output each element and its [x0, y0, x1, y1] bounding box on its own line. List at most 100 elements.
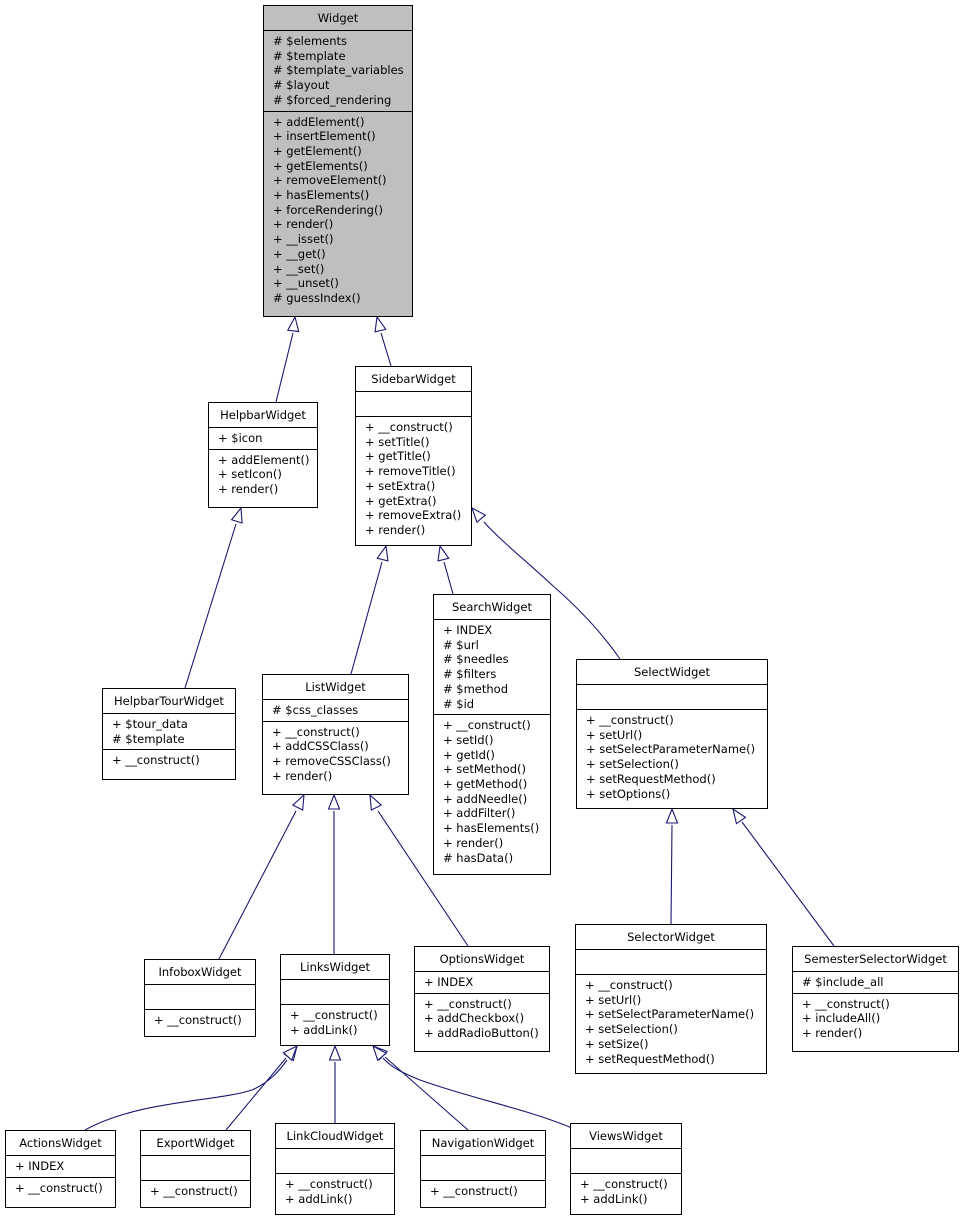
class-selector-widget[interactable]: SelectorWidget + __construct() + setUrl(…	[575, 924, 767, 1074]
method: + hasElements()	[273, 188, 370, 203]
method: + setUrl()	[586, 727, 643, 742]
attribute: # $needles	[443, 652, 509, 667]
edge-line	[380, 332, 392, 367]
inheritance-arrowhead	[665, 807, 679, 824]
method: + render()	[802, 1026, 863, 1041]
inheritance-arrowhead	[230, 506, 243, 524]
method: + addCheckbox()	[424, 1011, 525, 1026]
edge-line	[184, 523, 237, 689]
edge-line	[350, 561, 383, 675]
method: + __construct()	[430, 1184, 518, 1198]
method: + hasElements()	[443, 821, 540, 836]
class-navigation-widget-methods: + __construct()	[421, 1180, 545, 1202]
edge-line	[384, 1056, 469, 1131]
class-widget[interactable]: Widget # $elements # $template # $templa…	[263, 5, 413, 317]
inheritance-arrowhead	[374, 315, 387, 333]
edge-navigation-to-links	[371, 1044, 469, 1131]
edge-line	[275, 332, 294, 403]
attribute: + INDEX	[15, 1159, 65, 1173]
edge-list-to-sidebar	[350, 544, 389, 675]
attribute: # $elements	[273, 34, 348, 48]
edge-infobox-to-list	[218, 793, 305, 960]
class-link-cloud-widget-methods: + __construct() + addLink()	[276, 1173, 394, 1209]
class-semester-selector-widget[interactable]: SemesterSelectorWidget # $include_all + …	[792, 946, 959, 1052]
edge-line	[741, 821, 835, 947]
class-export-widget-methods: + __construct()	[141, 1180, 250, 1202]
inheritance-arrowhead	[376, 544, 389, 562]
inheritance-arrowhead	[286, 315, 300, 333]
class-options-widget[interactable]: OptionsWidget + INDEX + __construct() + …	[414, 946, 550, 1052]
class-helpbar-widget-attributes: + $icon	[209, 427, 317, 449]
class-select-widget[interactable]: SelectWidget + __construct() + setUrl() …	[576, 659, 768, 809]
class-infobox-widget-name: InfoboxWidget	[158, 965, 242, 979]
attribute: # $layout	[273, 78, 330, 93]
class-search-widget-methods: + __construct() + setId() + getId() + se…	[434, 714, 550, 868]
class-select-widget-name: SelectWidget	[634, 665, 710, 679]
class-links-widget-name: LinksWidget	[299, 960, 371, 974]
class-actions-widget[interactable]: ActionsWidget + INDEX + __construct()	[5, 1130, 116, 1208]
class-link-cloud-widget-name: LinkCloudWidget	[286, 1129, 384, 1143]
method: + removeCSSClass()	[272, 754, 391, 769]
method: + setIcon()	[218, 467, 282, 482]
class-helpbar-tour-widget-name: HelpbarTourWidget	[114, 694, 224, 708]
method: + addLink()	[580, 1191, 648, 1206]
class-navigation-widget[interactable]: NavigationWidget + __construct()	[420, 1130, 546, 1208]
method: + addLink()	[285, 1191, 353, 1206]
method: + removeTitle()	[365, 464, 456, 479]
class-infobox-widget[interactable]: InfoboxWidget + __construct()	[144, 959, 256, 1037]
method: + insertElement()	[273, 129, 376, 144]
class-list-widget-name: ListWidget	[305, 680, 366, 694]
class-actions-widget-name: ActionsWidget	[19, 1136, 102, 1150]
edge-options-to-list	[369, 793, 469, 947]
edge-semester-to-select	[732, 807, 835, 947]
method: + __construct()	[580, 1177, 668, 1191]
class-list-widget[interactable]: ListWidget # $css_classes + __construct(…	[262, 674, 409, 795]
class-helpbar-tour-widget[interactable]: HelpbarTourWidget + $tour_data # $templa…	[102, 688, 236, 780]
method: + __unset()	[273, 276, 339, 291]
method: + __construct()	[443, 718, 531, 733]
method: + getExtra()	[365, 493, 437, 508]
class-options-widget-name: OptionsWidget	[439, 952, 525, 966]
class-views-widget[interactable]: ViewsWidget + __construct() + addLink()	[570, 1123, 682, 1215]
class-sidebar-widget[interactable]: SidebarWidget + __construct() + setTitle…	[355, 366, 472, 546]
class-search-widget[interactable]: SearchWidget + INDEX # $url # $needles #…	[433, 594, 551, 875]
method: + render()	[272, 768, 333, 783]
method: + setSize()	[585, 1036, 649, 1051]
class-link-cloud-widget[interactable]: LinkCloudWidget + __construct() + addLin…	[275, 1123, 395, 1215]
class-select-widget-methods: + __construct() + setUrl() + setSelectPa…	[577, 709, 767, 804]
method: + __construct()	[154, 1013, 242, 1027]
method: + __construct()	[424, 996, 512, 1011]
method: + setExtra()	[365, 478, 436, 493]
class-widget-attributes: # $elements # $template # $template_vari…	[264, 30, 412, 111]
edge-line	[84, 1059, 288, 1131]
edge-line	[443, 561, 454, 595]
class-helpbar-widget[interactable]: HelpbarWidget + $icon + addElement() + s…	[208, 402, 318, 508]
edge-sidebar-to-widget	[374, 315, 392, 367]
edge-line	[218, 810, 297, 960]
class-export-widget[interactable]: ExportWidget + __construct()	[140, 1130, 251, 1208]
method: + addLink()	[290, 1022, 358, 1037]
class-options-widget-methods: + __construct() + addCheckbox() + addRad…	[415, 992, 549, 1044]
class-list-widget-methods: + __construct() + addCSSClass() + remove…	[263, 720, 408, 787]
class-links-widget-methods: + __construct() + addLink()	[281, 1004, 389, 1040]
attribute: + INDEX	[443, 623, 493, 637]
edge-line	[483, 521, 621, 660]
attribute: # $method	[443, 681, 509, 696]
method: + addCSSClass()	[272, 739, 369, 754]
class-links-widget-attributes	[281, 979, 389, 1004]
inheritance-arrowhead	[437, 544, 450, 562]
inheritance-arrowhead	[369, 793, 383, 811]
inheritance-arrowhead	[327, 793, 341, 810]
class-links-widget[interactable]: LinksWidget + __construct() + addLink()	[280, 954, 390, 1046]
edge-line	[377, 810, 469, 947]
edge-export-to-links	[225, 1044, 299, 1131]
method: + __construct()	[802, 996, 890, 1011]
attribute: # $include_all	[802, 975, 884, 989]
method: + addRadioButton()	[424, 1026, 539, 1041]
method: + setId()	[443, 732, 494, 747]
class-views-widget-methods: + __construct() + addLink()	[571, 1173, 681, 1209]
method: + __construct()	[290, 1008, 378, 1022]
edge-helpbartour-to-helpbar	[184, 506, 243, 689]
edge-selector-to-select	[665, 807, 679, 925]
